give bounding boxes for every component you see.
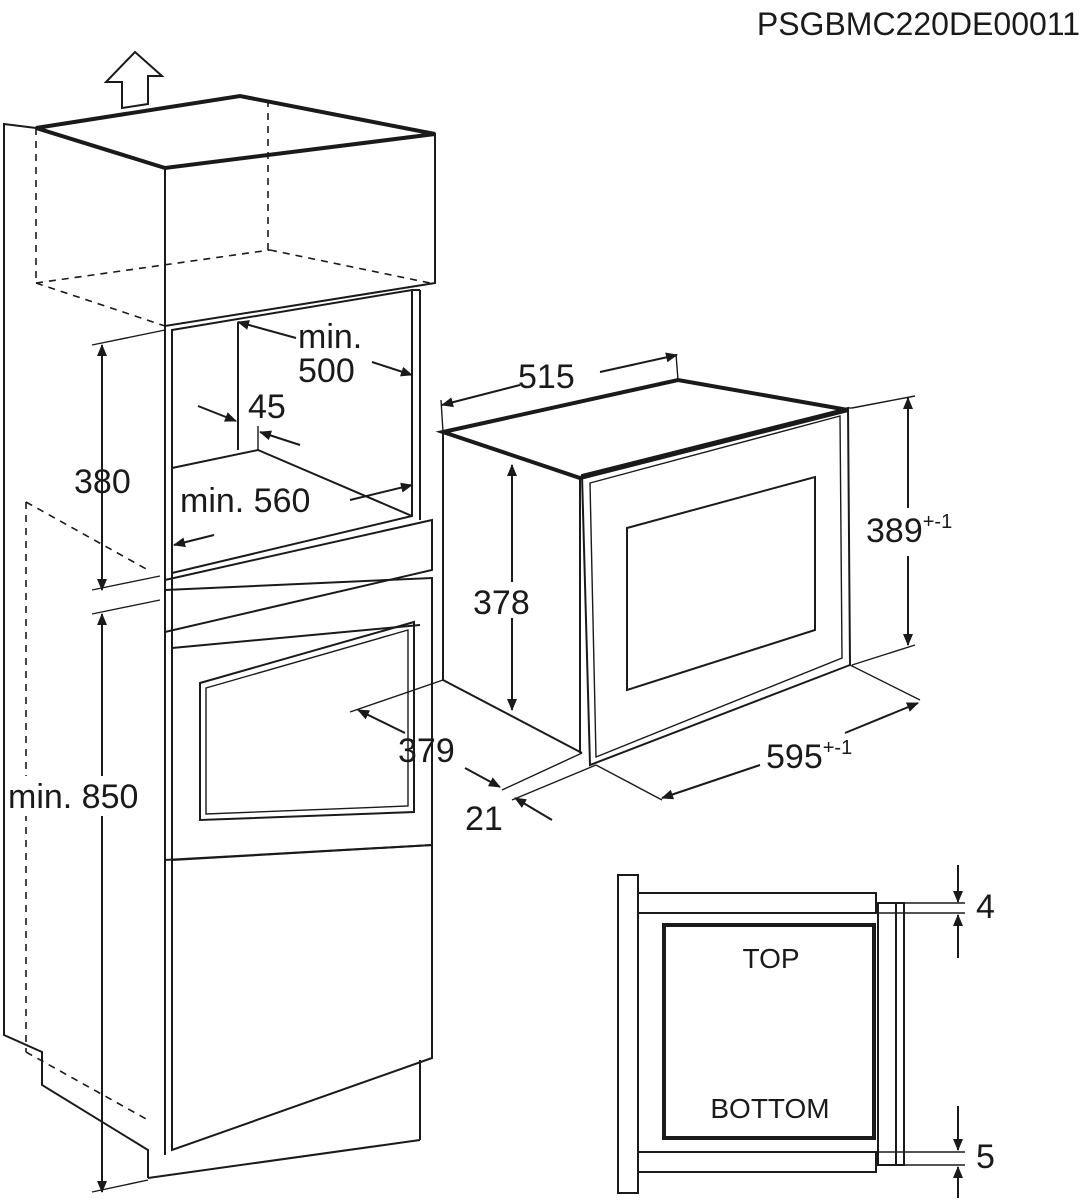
dimension-21: 21 xyxy=(465,800,503,838)
section-bottom-label: BOTTOM xyxy=(710,1093,829,1124)
microwave-drawing xyxy=(435,377,852,767)
gap-bottom-value: 5 xyxy=(976,1138,995,1176)
dimension-min-500-value: 500 xyxy=(298,352,355,390)
cabinet-dimensions: 380 min. 500 45 min. 560 min. 850 xyxy=(6,318,413,1193)
dimension-515: 515 xyxy=(518,358,575,396)
air-flow-up-arrow-icon xyxy=(103,50,165,110)
dimension-389: 389+-1 xyxy=(866,511,952,550)
dimension-378: 378 xyxy=(473,584,530,622)
side-section-view: TOP BOTTOM 4 5 xyxy=(617,865,995,1198)
dimension-379: 379 xyxy=(398,732,455,770)
dimension-380: 380 xyxy=(74,463,131,501)
cabinet-drawing xyxy=(3,93,436,1179)
dimension-45: 45 xyxy=(248,388,286,426)
document-code: PSGBMC220DE00011 xyxy=(757,6,1080,42)
dimension-595: 595+-1 xyxy=(766,737,852,776)
dimension-min-560: min. 560 xyxy=(180,482,310,520)
dimension-min-850: min. 850 xyxy=(8,778,138,816)
gap-top-value: 4 xyxy=(976,888,995,926)
microwave-dimensions: 515 378 389+-1 379 21 595+-1 xyxy=(349,352,952,838)
dimension-min-500-label: min. xyxy=(298,318,362,356)
section-top-label: TOP xyxy=(742,943,799,974)
